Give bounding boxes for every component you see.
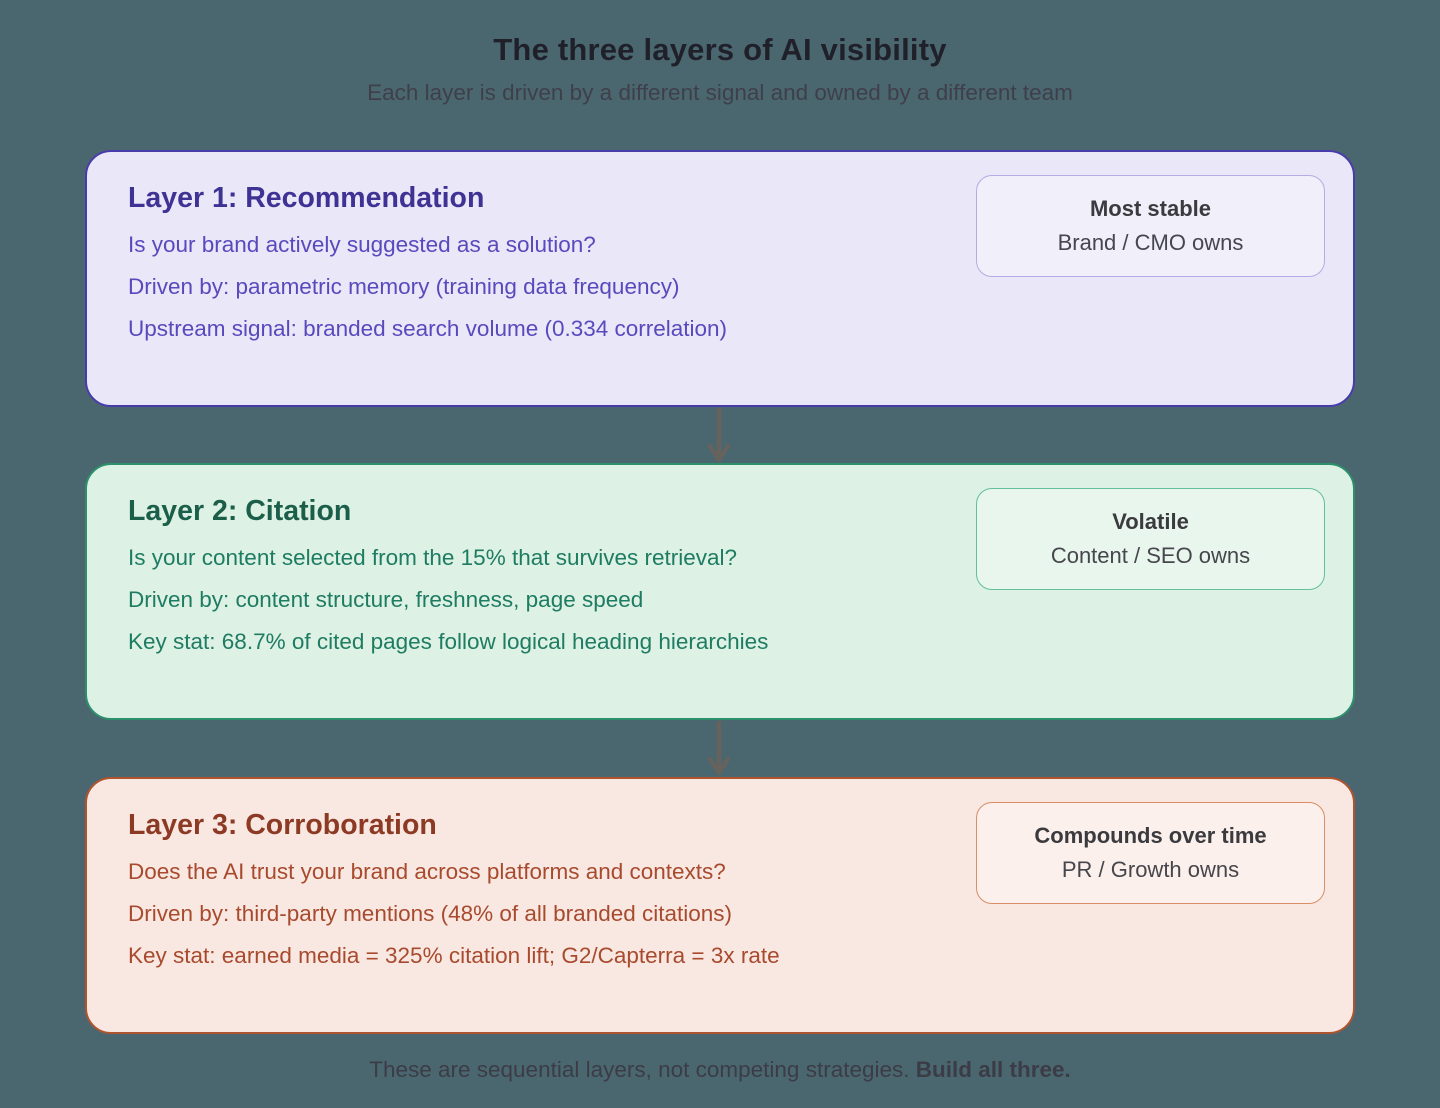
- layer-3-driver: Driven by: third-party mentions (48% of …: [128, 901, 733, 926]
- layer-3-badge-title: Compounds over time: [1034, 823, 1267, 848]
- layer-1-question: Is your brand actively suggested as a so…: [128, 232, 596, 257]
- footer-emphasis-text: Build all three.: [915, 1057, 1071, 1082]
- layer-1-badge-owner: Brand / CMO owns: [1057, 230, 1244, 255]
- page-title: The three layers of AI visibility: [493, 32, 947, 67]
- layer-1-driver: Driven by: parametric memory (training d…: [128, 274, 680, 299]
- down-arrow-icon: [708, 408, 730, 462]
- layer-2-ownership-badge: Volatile Content / SEO owns: [976, 488, 1325, 590]
- page-subtitle: Each layer is driven by a different sign…: [367, 80, 1073, 105]
- layer-1-ownership-badge: Most stable Brand / CMO owns: [976, 175, 1325, 277]
- layer-3-card: Layer 3: Corroboration Does the AI trust…: [85, 777, 1355, 1034]
- layer-2-driver: Driven by: content structure, freshness,…: [128, 587, 644, 612]
- layer-1-signal: Upstream signal: branded search volume (…: [128, 316, 728, 341]
- layer-2-card: Layer 2: Citation Is your content select…: [85, 463, 1355, 720]
- layer-2-badge-owner: Content / SEO owns: [1050, 543, 1251, 568]
- layer-2-badge-title: Volatile: [1112, 509, 1189, 534]
- layer-2-heading: Layer 2: Citation: [128, 495, 352, 527]
- layer-1-card: Layer 1: Recommendation Is your brand ac…: [85, 150, 1355, 407]
- layer-3-ownership-badge: Compounds over time PR / Growth owns: [976, 802, 1325, 904]
- layer-3-heading: Layer 3: Corroboration: [128, 809, 437, 841]
- layer-3-stat: Key stat: earned media = 325% citation l…: [128, 943, 780, 968]
- layer-3-badge-owner: PR / Growth owns: [1061, 857, 1240, 882]
- down-arrow-icon: [708, 721, 730, 775]
- layer-1-heading: Layer 1: Recommendation: [128, 182, 485, 214]
- layer-2-question: Is your content selected from the 15% th…: [128, 545, 738, 570]
- footer-main-text: These are sequential layers, not competi…: [369, 1057, 916, 1082]
- layer-1-badge-title: Most stable: [1089, 196, 1212, 221]
- footer-note: These are sequential layers, not competi…: [0, 1057, 1440, 1083]
- layer-3-question: Does the AI trust your brand across plat…: [128, 859, 726, 884]
- layer-2-stat: Key stat: 68.7% of cited pages follow lo…: [128, 629, 769, 654]
